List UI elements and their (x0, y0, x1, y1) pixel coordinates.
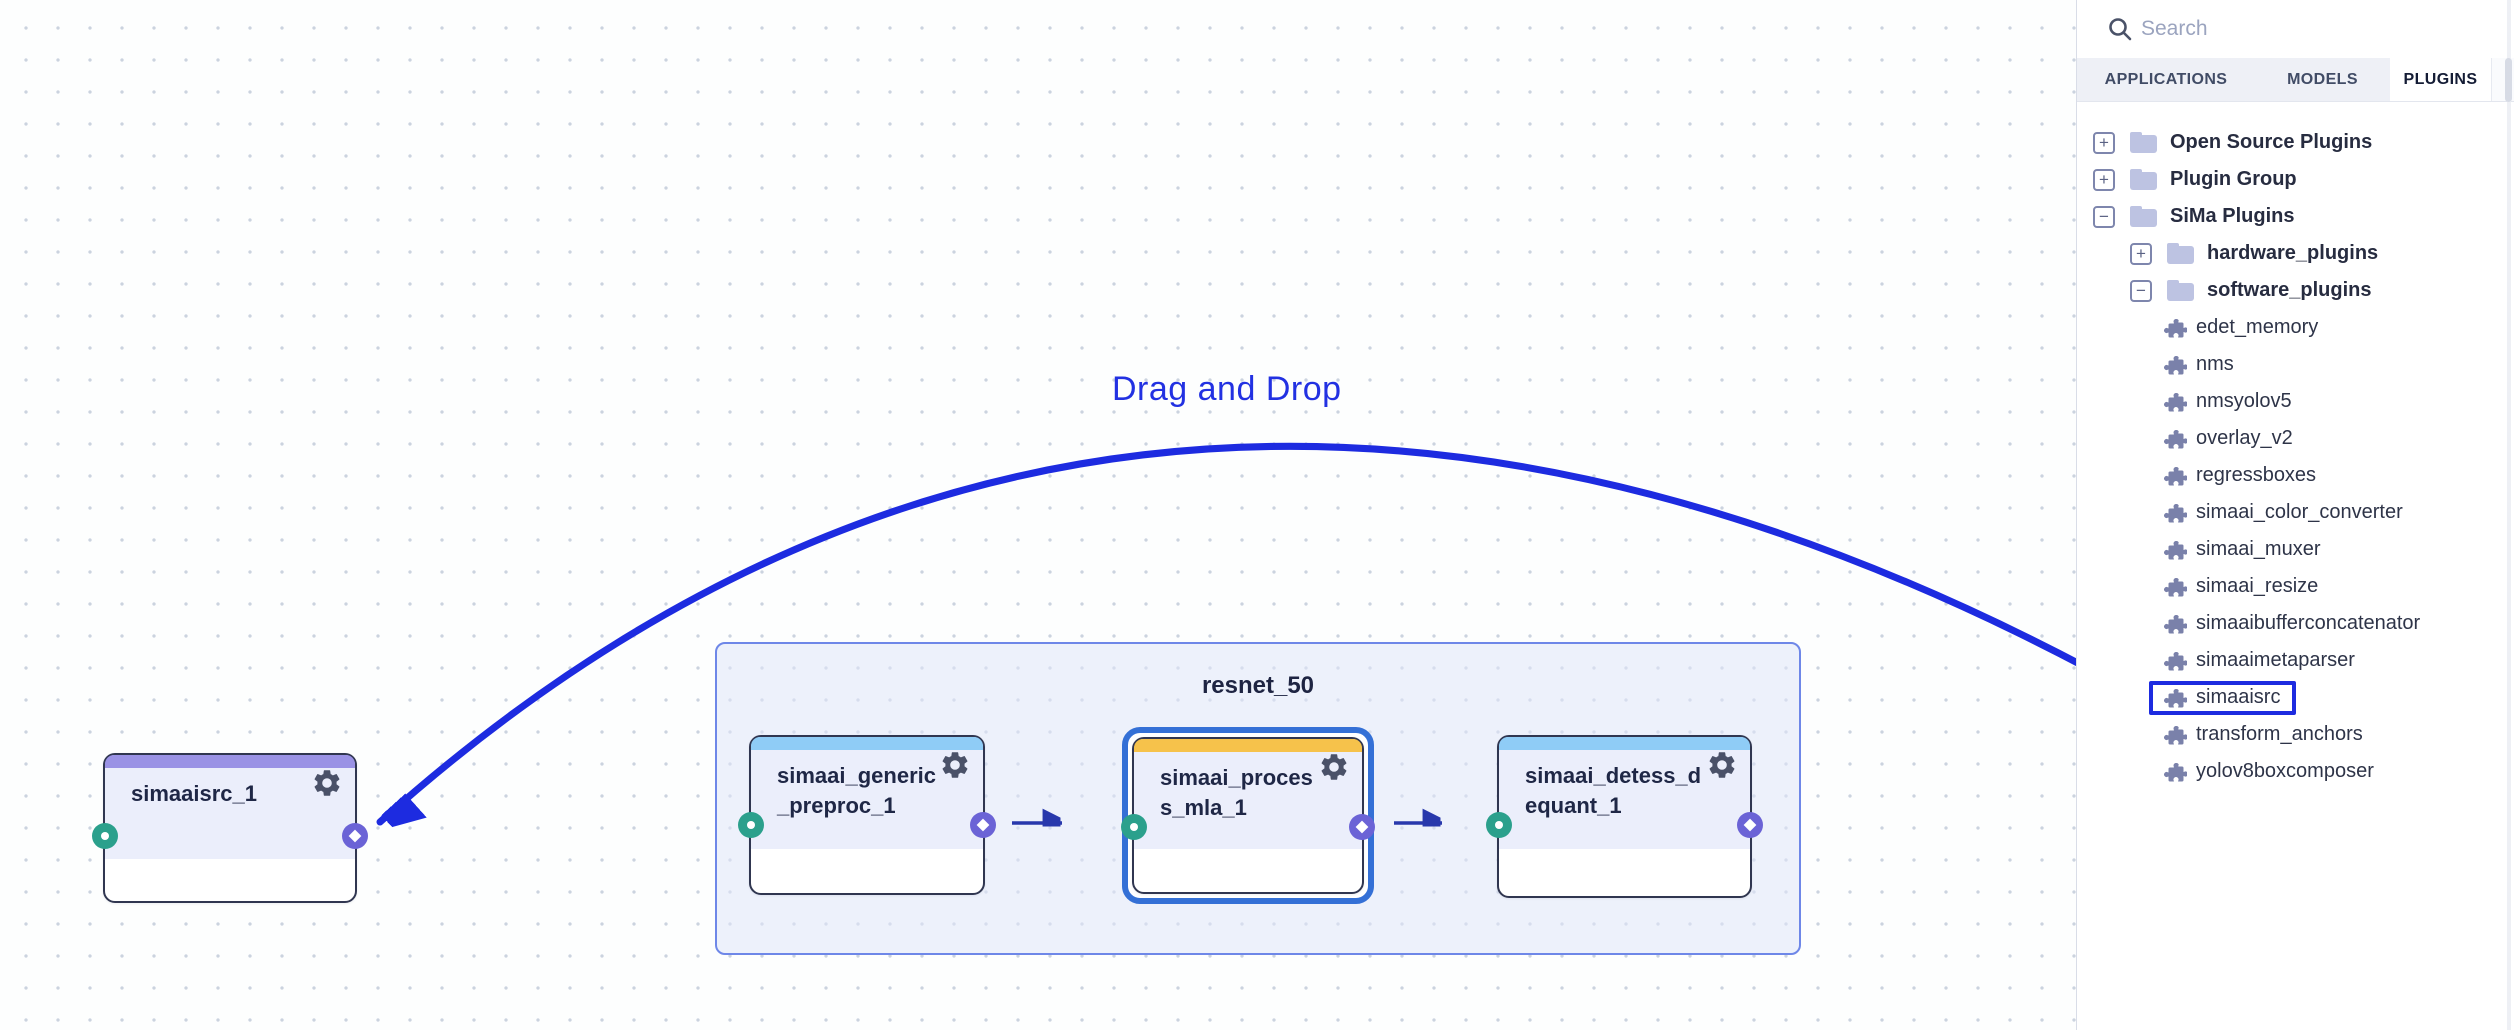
tree-item-label: Open Source Plugins (2170, 131, 2373, 153)
plugin-icon (2163, 464, 2188, 488)
input-port[interactable] (738, 812, 764, 838)
tree-item-yolov8boxcomposer[interactable]: yolov8boxcomposer (2093, 753, 2514, 790)
node-title: simaai_process_mla_1 (1160, 765, 1313, 820)
graph-canvas[interactable]: resnet_50 simaaisrc_1 simaai_generic_pre… (0, 0, 2076, 1030)
folder-icon (2130, 169, 2157, 190)
node-simaaisrc_1[interactable]: simaaisrc_1 (92, 753, 368, 903)
node-title: simaai_generic_preproc_1 (777, 763, 936, 818)
tree-item-edet_memory[interactable]: edet_memory (2093, 309, 2514, 346)
tree-item-label: Plugin Group (2170, 168, 2297, 190)
tree-item-label: SiMa Plugins (2170, 205, 2295, 227)
tab-applications[interactable]: APPLICATIONS (2104, 70, 2228, 88)
tree-item-simaai_color_converter[interactable]: simaai_color_converter (2093, 494, 2514, 531)
group-title: resnet_50 (1201, 672, 1315, 699)
expand-toggle-icon[interactable]: − (2130, 279, 2152, 302)
tree-item-simaai_resize[interactable]: simaai_resize (2093, 568, 2514, 605)
tree-item-label: software_plugins (2207, 279, 2372, 301)
search-input[interactable] (2141, 9, 2491, 49)
node-accent-bar (105, 755, 355, 768)
folder-icon (2130, 132, 2157, 153)
tree-item-transform_anchors[interactable]: transform_anchors (2093, 716, 2514, 753)
tree-item-label: nms (2196, 353, 2234, 375)
tree-item-simaaimetaparser[interactable]: simaaimetaparser (2093, 642, 2514, 679)
output-port[interactable] (970, 812, 996, 838)
tree-item-simaai_muxer[interactable]: simaai_muxer (2093, 531, 2514, 568)
expand-toggle-icon[interactable]: + (2093, 168, 2115, 191)
gear-icon[interactable] (1706, 749, 1738, 781)
tree-item-label: regressboxes (2196, 464, 2317, 486)
tree-item-label: hardware_plugins (2207, 242, 2379, 264)
tree-item-nms[interactable]: nms (2093, 346, 2514, 383)
sidebar-scrollbar-thumb[interactable] (2505, 58, 2512, 102)
gear-icon[interactable] (939, 749, 971, 781)
plugin-icon (2163, 723, 2188, 747)
plugins-sidebar: APPLICATIONS MODELS PLUGINS + Open Sourc… (2076, 0, 2514, 1030)
folder-icon (2167, 243, 2194, 264)
tree-item-label: edet_memory (2196, 316, 2319, 338)
tree-item-label: simaai_muxer (2196, 538, 2321, 560)
tree-item-label: simaaibufferconcatenator (2196, 612, 2421, 634)
tree-item-simaaisrc[interactable]: simaaisrc (2093, 679, 2514, 716)
tree-item-label: overlay_v2 (2196, 427, 2293, 449)
sidebar-tabs: APPLICATIONS MODELS PLUGINS (2077, 58, 2514, 102)
input-port[interactable] (1121, 814, 1147, 840)
tree-item-label: simaai_resize (2196, 575, 2319, 597)
plugin-icon (2163, 353, 2188, 377)
tree-item-hardware_plugins[interactable]: + hardware_plugins (2093, 235, 2514, 272)
plugin-icon (2163, 390, 2188, 414)
output-port[interactable] (342, 823, 368, 849)
tree-item-Open Source Plugins[interactable]: + Open Source Plugins (2093, 124, 2514, 161)
folder-icon (2167, 280, 2194, 301)
tab-plugins[interactable]: PLUGINS (2390, 58, 2491, 101)
tree-item-nmsyolov5[interactable]: nmsyolov5 (2093, 383, 2514, 420)
search-row (2077, 0, 2514, 58)
tree-item-label: simaaisrc (2196, 686, 2281, 708)
plugin-icon (2163, 575, 2188, 599)
plugin-icon (2163, 538, 2188, 562)
tree-item-SiMa Plugins[interactable]: − SiMa Plugins (2093, 198, 2514, 235)
plugin-icon (2163, 316, 2188, 340)
output-port[interactable] (1349, 814, 1375, 840)
node-title: simaai_detess_dequant_1 (1525, 763, 1702, 818)
tree-item-overlay_v2[interactable]: overlay_v2 (2093, 420, 2514, 457)
tab-models[interactable]: MODELS (2287, 70, 2358, 88)
tree-item-label: simaaimetaparser (2196, 649, 2355, 671)
plugin-icon (2163, 686, 2188, 710)
node-title: simaaisrc_1 (131, 781, 257, 806)
search-icon (2107, 16, 2133, 42)
tree-item-simaaibufferconcatenator[interactable]: simaaibufferconcatenator (2093, 605, 2514, 642)
plugin-icon (2163, 760, 2188, 784)
plugin-tree: + Open Source Plugins + Plugin Group − S… (2077, 102, 2514, 790)
folder-icon (2130, 206, 2157, 227)
input-port[interactable] (92, 823, 118, 849)
sidebar-scrollbar-track[interactable] (2507, 0, 2511, 1030)
drag-and-drop-label: Drag and Drop (1112, 370, 1342, 408)
gear-icon[interactable] (311, 767, 343, 799)
output-port[interactable] (1737, 812, 1763, 838)
tree-item-label: yolov8boxcomposer (2196, 760, 2374, 782)
tree-item-label: simaai_color_converter (2196, 501, 2403, 523)
tree-item-label: transform_anchors (2196, 723, 2363, 745)
plugin-icon (2163, 427, 2188, 451)
plugin-icon (2163, 649, 2188, 673)
plugin-icon (2163, 501, 2188, 525)
gear-icon[interactable] (1318, 751, 1350, 783)
input-port[interactable] (1486, 812, 1512, 838)
tree-item-software_plugins[interactable]: − software_plugins (2093, 272, 2514, 309)
tree-item-label: nmsyolov5 (2196, 390, 2292, 412)
node-simaai_detess_dequant_1[interactable]: simaai_detess_dequant_1 (1486, 735, 1763, 898)
expand-toggle-icon[interactable]: − (2093, 205, 2115, 228)
tree-item-Plugin Group[interactable]: + Plugin Group (2093, 161, 2514, 198)
plugin-icon (2163, 612, 2188, 636)
node-simaai_generic_preproc_1[interactable]: simaai_generic_preproc_1 (738, 735, 996, 895)
node-body[interactable]: simaai_process_mla_1 (1121, 737, 1375, 894)
node-simaai_process_mla_1[interactable]: simaai_process_mla_1 (1121, 727, 1375, 904)
expand-toggle-icon[interactable]: + (2130, 242, 2152, 265)
expand-toggle-icon[interactable]: + (2093, 131, 2115, 154)
tree-item-regressboxes[interactable]: regressboxes (2093, 457, 2514, 494)
